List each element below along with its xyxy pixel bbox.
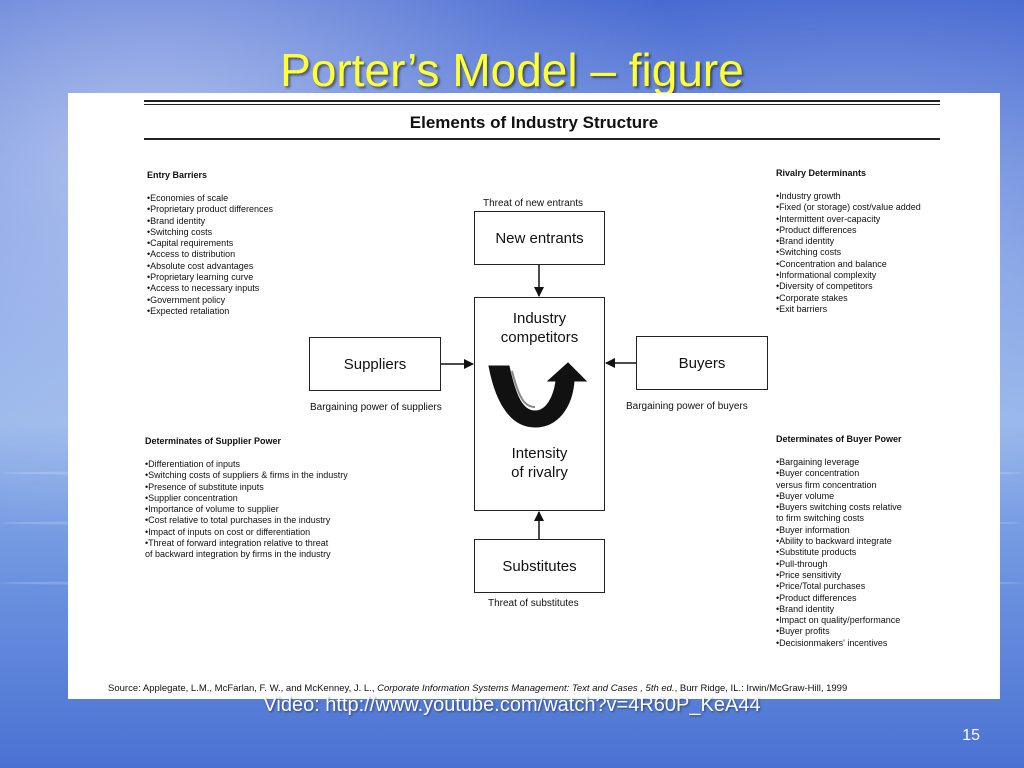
top-rule	[144, 104, 940, 105]
list-item: •Expected retaliation	[147, 305, 230, 316]
suppliers-label: Suppliers	[343, 355, 407, 373]
source-citation: Source: Applegate, L.M., McFarlan, F. W.…	[108, 683, 847, 694]
industry-competitors-label: Industry competitors	[474, 309, 605, 347]
list-item: •Switching costs of suppliers & firms in…	[145, 470, 348, 481]
list-item: •Absolute cost advantages	[147, 260, 254, 271]
substitutes-label: Substitutes	[502, 557, 577, 575]
list-item: •Diversity of competitors	[776, 281, 873, 292]
competitors-line-1: Industry	[512, 310, 567, 327]
list-item: •Buyer profits	[776, 626, 830, 637]
entry-barriers-list: •Economies of scale•Proprietary product …	[147, 193, 273, 317]
list-item: •Ability to backward integrate	[776, 536, 892, 547]
rivalry-cycle-arrow	[488, 362, 588, 428]
connector-arrows	[441, 265, 636, 539]
new-entrants-box: New entrants	[474, 211, 605, 265]
title-rule	[144, 138, 940, 140]
list-item: •Government policy	[147, 294, 226, 305]
supplier-power-heading: Determinates of Supplier Power	[145, 436, 282, 446]
porter-figure: Elements of Industry Structure Entry Bar…	[68, 93, 1000, 699]
list-item: •Product differences	[776, 224, 857, 235]
list-item: •Cost relative to total purchases in the…	[145, 515, 331, 526]
list-item: to firm switching costs	[776, 513, 865, 524]
list-item: •Substitute products	[776, 547, 857, 558]
list-item: •Capital requirements	[147, 238, 234, 249]
list-item: •Threat of forward integration relative …	[145, 538, 329, 549]
competitors-line-2: competitors	[500, 329, 579, 346]
supplier-power-list: •Differentiation of inputs•Switching cos…	[145, 459, 348, 561]
list-item: •Proprietary learning curve	[147, 272, 254, 283]
list-item: •Price sensitivity	[776, 569, 842, 580]
list-item: •Exit barriers	[776, 303, 828, 314]
source-prefix: Source: Applegate, L.M., McFarlan, F. W.…	[108, 683, 378, 694]
list-item: •Price/Total purchases	[776, 581, 866, 592]
list-item: •Access to distribution	[147, 249, 236, 260]
list-item: •Intermittent over-capacity	[776, 213, 881, 224]
list-item: •Industry growth	[776, 191, 841, 201]
industry-competitors-box	[474, 297, 605, 511]
substitutes-box: Substitutes	[474, 539, 605, 593]
list-item: •Access to necessary inputs	[147, 283, 260, 294]
list-item: •Differentiation of inputs	[145, 459, 241, 469]
figure-title: Elements of Industry Structure	[409, 113, 659, 132]
intensity-of-rivalry-label: Intensity of rivalry	[474, 444, 605, 482]
list-item: •Corporate stakes	[776, 292, 848, 303]
video-link[interactable]: Video: http://www.youtube.com/watch?v=4R…	[263, 694, 761, 716]
bargaining-buyers-caption: Bargaining power of buyers	[626, 401, 748, 412]
rivalry-line-2: of rivalry	[511, 464, 568, 481]
buyer-power-list: •Bargaining leverage•Buyer concentration…	[776, 457, 902, 649]
list-item: •Fixed (or storage) cost/value added	[776, 202, 921, 213]
list-item: •Buyer information	[776, 524, 850, 535]
threat-new-entrants-caption: Threat of new entrants	[483, 198, 584, 209]
rivalry-determinants-list: •Industry growth•Fixed (or storage) cost…	[776, 191, 921, 315]
threat-substitutes-caption: Threat of substitutes	[488, 598, 579, 609]
top-rule	[144, 100, 940, 102]
list-item: •Pull-through	[776, 558, 828, 569]
buyer-power-heading: Determinates of Buyer Power	[776, 434, 902, 444]
list-item: •Informational complexity	[776, 270, 877, 281]
list-item: •Economies of scale	[147, 193, 229, 203]
list-item: •Concentration and balance	[776, 258, 887, 269]
list-item: •Proprietary product differences	[147, 204, 274, 215]
list-item: of backward integration by firms in the …	[145, 549, 331, 560]
new-entrants-label: New entrants	[495, 229, 584, 247]
list-item: •Switching costs	[776, 247, 842, 258]
source-work-title: Corporate Information Systems Management…	[377, 683, 675, 694]
list-item: •Impact of inputs on cost or differentia…	[145, 526, 311, 537]
entry-barriers-heading: Entry Barriers	[147, 170, 208, 180]
list-item: •Brand identity	[776, 236, 835, 247]
bargaining-suppliers-caption: Bargaining power of suppliers	[310, 402, 442, 413]
list-item: •Importance of volume to supplier	[145, 504, 279, 515]
list-item: •Buyer concentration	[776, 468, 860, 479]
list-item: •Buyers switching costs relative	[776, 502, 902, 513]
list-item: •Product differences	[776, 592, 857, 603]
list-item: versus firm concentration	[776, 479, 877, 490]
page-number: 15	[962, 727, 980, 744]
buyers-label: Buyers	[678, 354, 726, 372]
list-item: •Bargaining leverage	[776, 457, 860, 467]
list-item: •Decisionmakers' incentives	[776, 637, 888, 648]
buyers-box: Buyers	[636, 336, 768, 390]
slide-title: Porter’s Model – figure	[280, 44, 744, 96]
list-item: •Switching costs	[147, 226, 213, 237]
list-item: •Buyer volume	[776, 490, 835, 501]
rivalry-determinants-heading: Rivalry Determinants	[776, 168, 867, 178]
suppliers-box: Suppliers	[309, 337, 441, 391]
rivalry-line-1: Intensity	[511, 445, 568, 462]
list-item: •Presence of substitute inputs	[145, 481, 264, 492]
list-item: •Brand identity	[776, 603, 835, 614]
list-item: •Impact on quality/performance	[776, 615, 901, 626]
list-item: •Brand identity	[147, 215, 206, 226]
source-suffix: , Burr Ridge, IL.: Irwin/McGraw-Hill, 19…	[674, 683, 848, 694]
list-item: •Supplier concentration	[145, 492, 238, 503]
